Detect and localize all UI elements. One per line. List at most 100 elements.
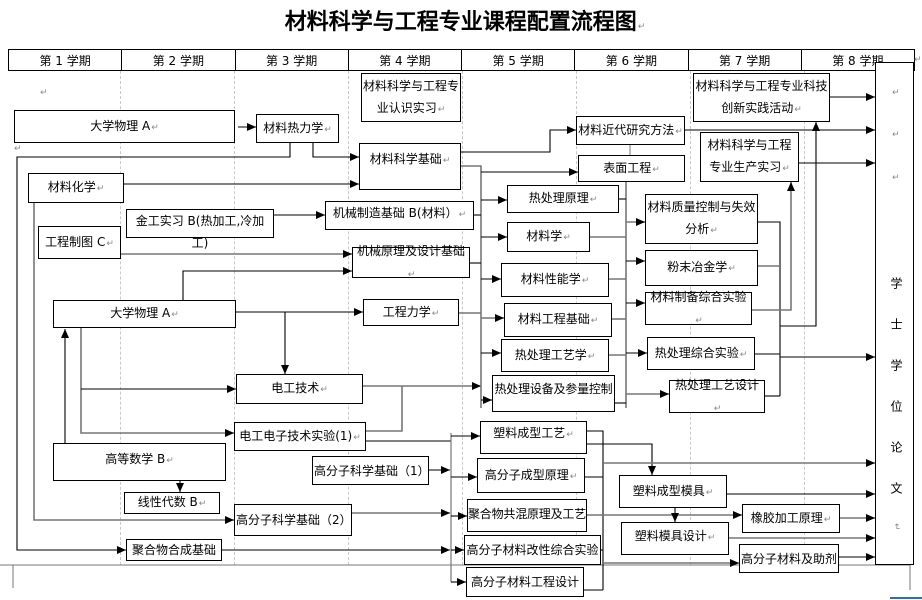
course-box-mold-design: 塑料模具设计 [621, 522, 729, 555]
course-label: 材料科学与工程专业认识实习 [363, 75, 459, 121]
course-box-engineering-mechanics: 工程力学 [363, 299, 459, 326]
course-label: 表面工程 [603, 157, 660, 181]
semester-1: 第 1 学期 [9, 50, 123, 70]
course-label: 材料制备综合实验 [647, 286, 750, 332]
course-box-materials-science: 材料学 [507, 222, 590, 252]
course-label: 热处理综合实验 [655, 342, 748, 366]
course-label: 热处理工艺学 [515, 344, 596, 368]
semester-7: 第 7 学期 [689, 50, 802, 70]
course-label: 电工电子技术实验(1) [239, 425, 361, 449]
course-label: 材料性能学 [521, 268, 590, 292]
semester-header-row: 第 1 学期 第 2 学期 第 3 学期 第 4 学期 第 5 学期 第 6 学… [8, 49, 915, 71]
course-label: 材料热力学 [263, 117, 332, 141]
course-label: 材料学 [526, 225, 571, 249]
course-box-modern-research-methods: 材料近代研究方法 [576, 116, 685, 145]
course-label: 材料质量控制与失效分析 [647, 196, 756, 242]
course-box-cognition-internship: 材料科学与工程专业认识实习 [361, 73, 461, 122]
course-box-rubber-processing: 橡胶加工原理 [742, 504, 840, 533]
course-box-plastic-molds: 塑料成型模具 [619, 475, 727, 508]
course-box-physics-a-1: 大学物理 A [14, 110, 235, 143]
course-box-polymer-blending: 聚合物共混原理及工艺 [467, 499, 587, 532]
course-box-polymer-additives: 高分子材料及助剂 [739, 544, 839, 573]
course-box-innovation-practice: 材料科学与工程专业科技创新实践活动 [693, 73, 830, 122]
course-label: 大学物理 A [90, 115, 159, 139]
semester-4: 第 4 学期 [349, 50, 462, 70]
connector-arrow [587, 443, 656, 475]
course-box-polymer-synthesis: 聚合物合成基础 [126, 539, 222, 561]
course-box-material-thermodynamics: 材料热力学 [256, 114, 339, 143]
course-box-advanced-math: 高等数学 B [53, 443, 226, 481]
course-label: 塑料成型工艺 [493, 422, 574, 446]
column-guide [804, 71, 805, 565]
column-guide [348, 71, 349, 565]
course-box-polymer-science-1: 高分子科学基础（1） [312, 456, 430, 485]
course-box-quality-control-failure: 材料质量控制与失效分析 [645, 194, 758, 244]
course-label: 热处理工艺设计 [671, 374, 763, 420]
course-label: 高分子科学基础（2） [236, 513, 352, 527]
course-label: 工程制图 C [45, 231, 114, 255]
connector-arrow [312, 143, 359, 161]
connector-arrow [182, 267, 352, 300]
course-box-mechanism-design: 机械原理及设计基础 [352, 244, 470, 278]
thesis-label: 学士学位论文 [888, 277, 905, 560]
semester-6: 第 6 学期 [575, 50, 689, 70]
course-label: 材料工程基础 [518, 308, 599, 332]
course-label: 材料科学与工程专业生产实习 [702, 134, 797, 180]
course-label: 高分子科学基础（1） [314, 463, 430, 478]
course-box-surface-engineering: 表面工程 [578, 155, 685, 182]
connector-bus [758, 221, 781, 396]
column-guide [462, 71, 463, 565]
course-box-heat-treatment-principles: 热处理原理 [507, 185, 619, 213]
course-box-electronics-experiment: 电工电子技术实验(1) [234, 422, 366, 451]
course-label: 高分子材料及助剂 [741, 551, 838, 566]
course-box-production-internship: 材料科学与工程专业生产实习 [700, 132, 799, 182]
course-label: 聚合物合成基础 [131, 543, 216, 557]
course-box-powder-metallurgy: 粉末冶金学 [645, 250, 758, 286]
paragraph-mark: ↵ [892, 88, 900, 98]
course-box-polymer-modification-experiment: 高分子材料改性综合实验 [464, 535, 601, 565]
course-label: 材料化学 [48, 176, 105, 200]
course-label: 热处理原理 [529, 187, 598, 211]
course-label: 材料近代研究方法 [578, 119, 683, 143]
paragraph-mark: ↵ [892, 130, 900, 140]
course-label: 粉末冶金学 [667, 256, 736, 280]
course-label: 电工技术 [271, 377, 328, 401]
semester-3: 第 3 学期 [236, 50, 349, 70]
semester-5: 第 5 学期 [462, 50, 576, 70]
connector-arrow [80, 328, 234, 437]
course-box-polymer-molding-principles: 高分子成型原理 [477, 458, 585, 493]
course-label: 高分子材料工程设计 [470, 575, 579, 589]
course-box-heat-treatment-equipment: 热处理设备及参量控制 [492, 375, 615, 412]
paragraph-mark: ↵ [40, 88, 48, 98]
course-label: 机械制造基础 B(材料） [333, 202, 466, 226]
connector-arrow [16, 143, 291, 554]
course-box-polymer-engineering-design: 高分子材料工程设计 [466, 567, 584, 597]
course-label: 聚合物共混原理及工艺 [468, 507, 587, 521]
course-box-materials-engineering-basics: 材料工程基础 [504, 303, 612, 337]
semester-2: 第 2 学期 [122, 50, 236, 70]
course-label: 橡胶加工原理 [751, 507, 832, 531]
course-box-plastic-molding-process: 塑料成型工艺 [480, 421, 587, 454]
course-label: 工程力学 [383, 301, 440, 325]
thesis-box: 学士学位论文 [875, 62, 914, 565]
course-label: 机械原理及设计基础 [354, 240, 468, 286]
course-label: 线性代数 B [138, 491, 207, 515]
course-label: 材料科学与工程专业科技创新实践活动 [695, 75, 828, 121]
course-label: 热处理设备及参量控制 [494, 382, 613, 396]
course-box-engineering-drawing: 工程制图 C [38, 226, 121, 259]
course-box-heat-treatment-design: 热处理工艺设计 [669, 378, 765, 413]
paragraph-mark: ↵ [914, 55, 922, 65]
course-box-heat-treatment-technology: 热处理工艺学 [501, 339, 609, 372]
connector-arrow [461, 126, 576, 153]
course-box-materials-science-basics: 材料科学基础 [359, 143, 461, 190]
course-label: 材料科学基础 [370, 148, 451, 172]
course-box-preparation-experiment: 材料制备综合实验 [645, 290, 752, 325]
semester-8: 第 8 学期 [832, 53, 884, 68]
course-label: 金工实习 B(热加工,冷加工) [135, 214, 265, 250]
course-box-metalwork-practice: 金工实习 B(热加工,冷加工) [126, 209, 274, 250]
course-box-mechanical-manufacturing: 机械制造基础 B(材料） [325, 201, 474, 230]
course-label: 高等数学 B [105, 448, 174, 472]
course-box-linear-algebra: 线性代数 B [124, 492, 220, 514]
course-box-physics-a-2: 大学物理 A [53, 300, 236, 328]
page-title: 材料科学与工程专业课程配置流程图 [0, 4, 922, 36]
